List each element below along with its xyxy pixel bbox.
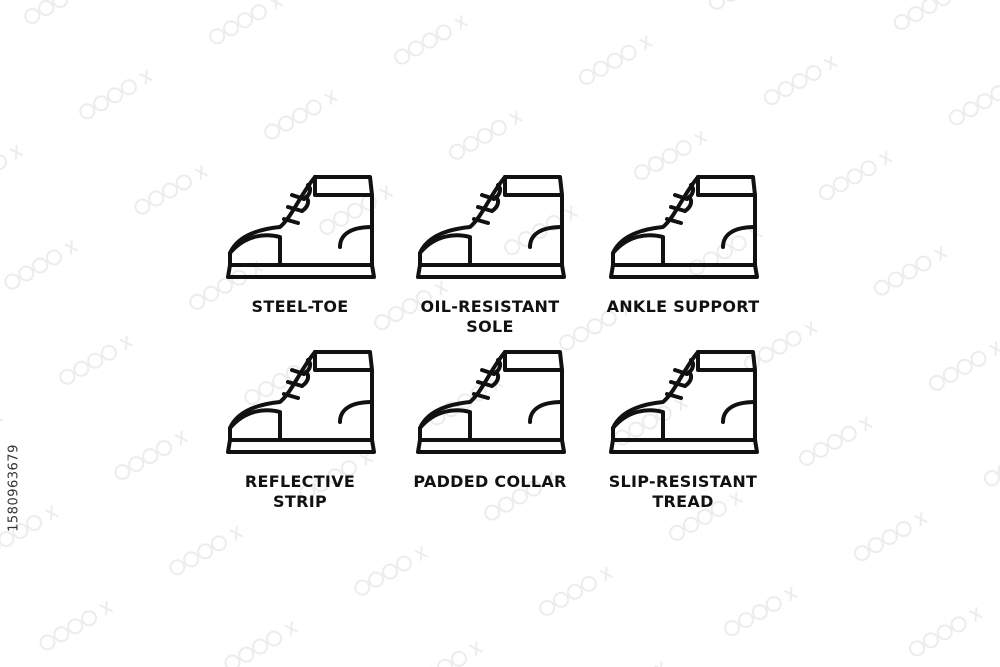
feature-label: STEEL-TOE [251,297,349,316]
feature-label: ANKLE SUPPORT [606,297,760,316]
feature-item: PADDED COLLAR [395,340,585,510]
feature-label: REFLECTIVE STRIP [244,472,356,511]
boot-icon [416,175,566,279]
feature-item: REFLECTIVE STRIP [205,340,395,520]
feature-item: OIL-RESISTANT SOLE [395,165,585,345]
boot-icon [416,350,566,454]
feature-item: ANKLE SUPPORT [588,165,778,335]
feature-label: OIL-RESISTANT SOLE [420,297,560,336]
feature-item: SLIP-RESISTANT TREAD [588,340,778,520]
boot-icon [609,175,759,279]
boot-icon [609,350,759,454]
feature-label: PADDED COLLAR [413,472,567,491]
boot-icon [226,350,376,454]
feature-label: SLIP-RESISTANT TREAD [608,472,758,511]
feature-item: STEEL-TOE [205,165,395,335]
boot-icon [226,175,376,279]
